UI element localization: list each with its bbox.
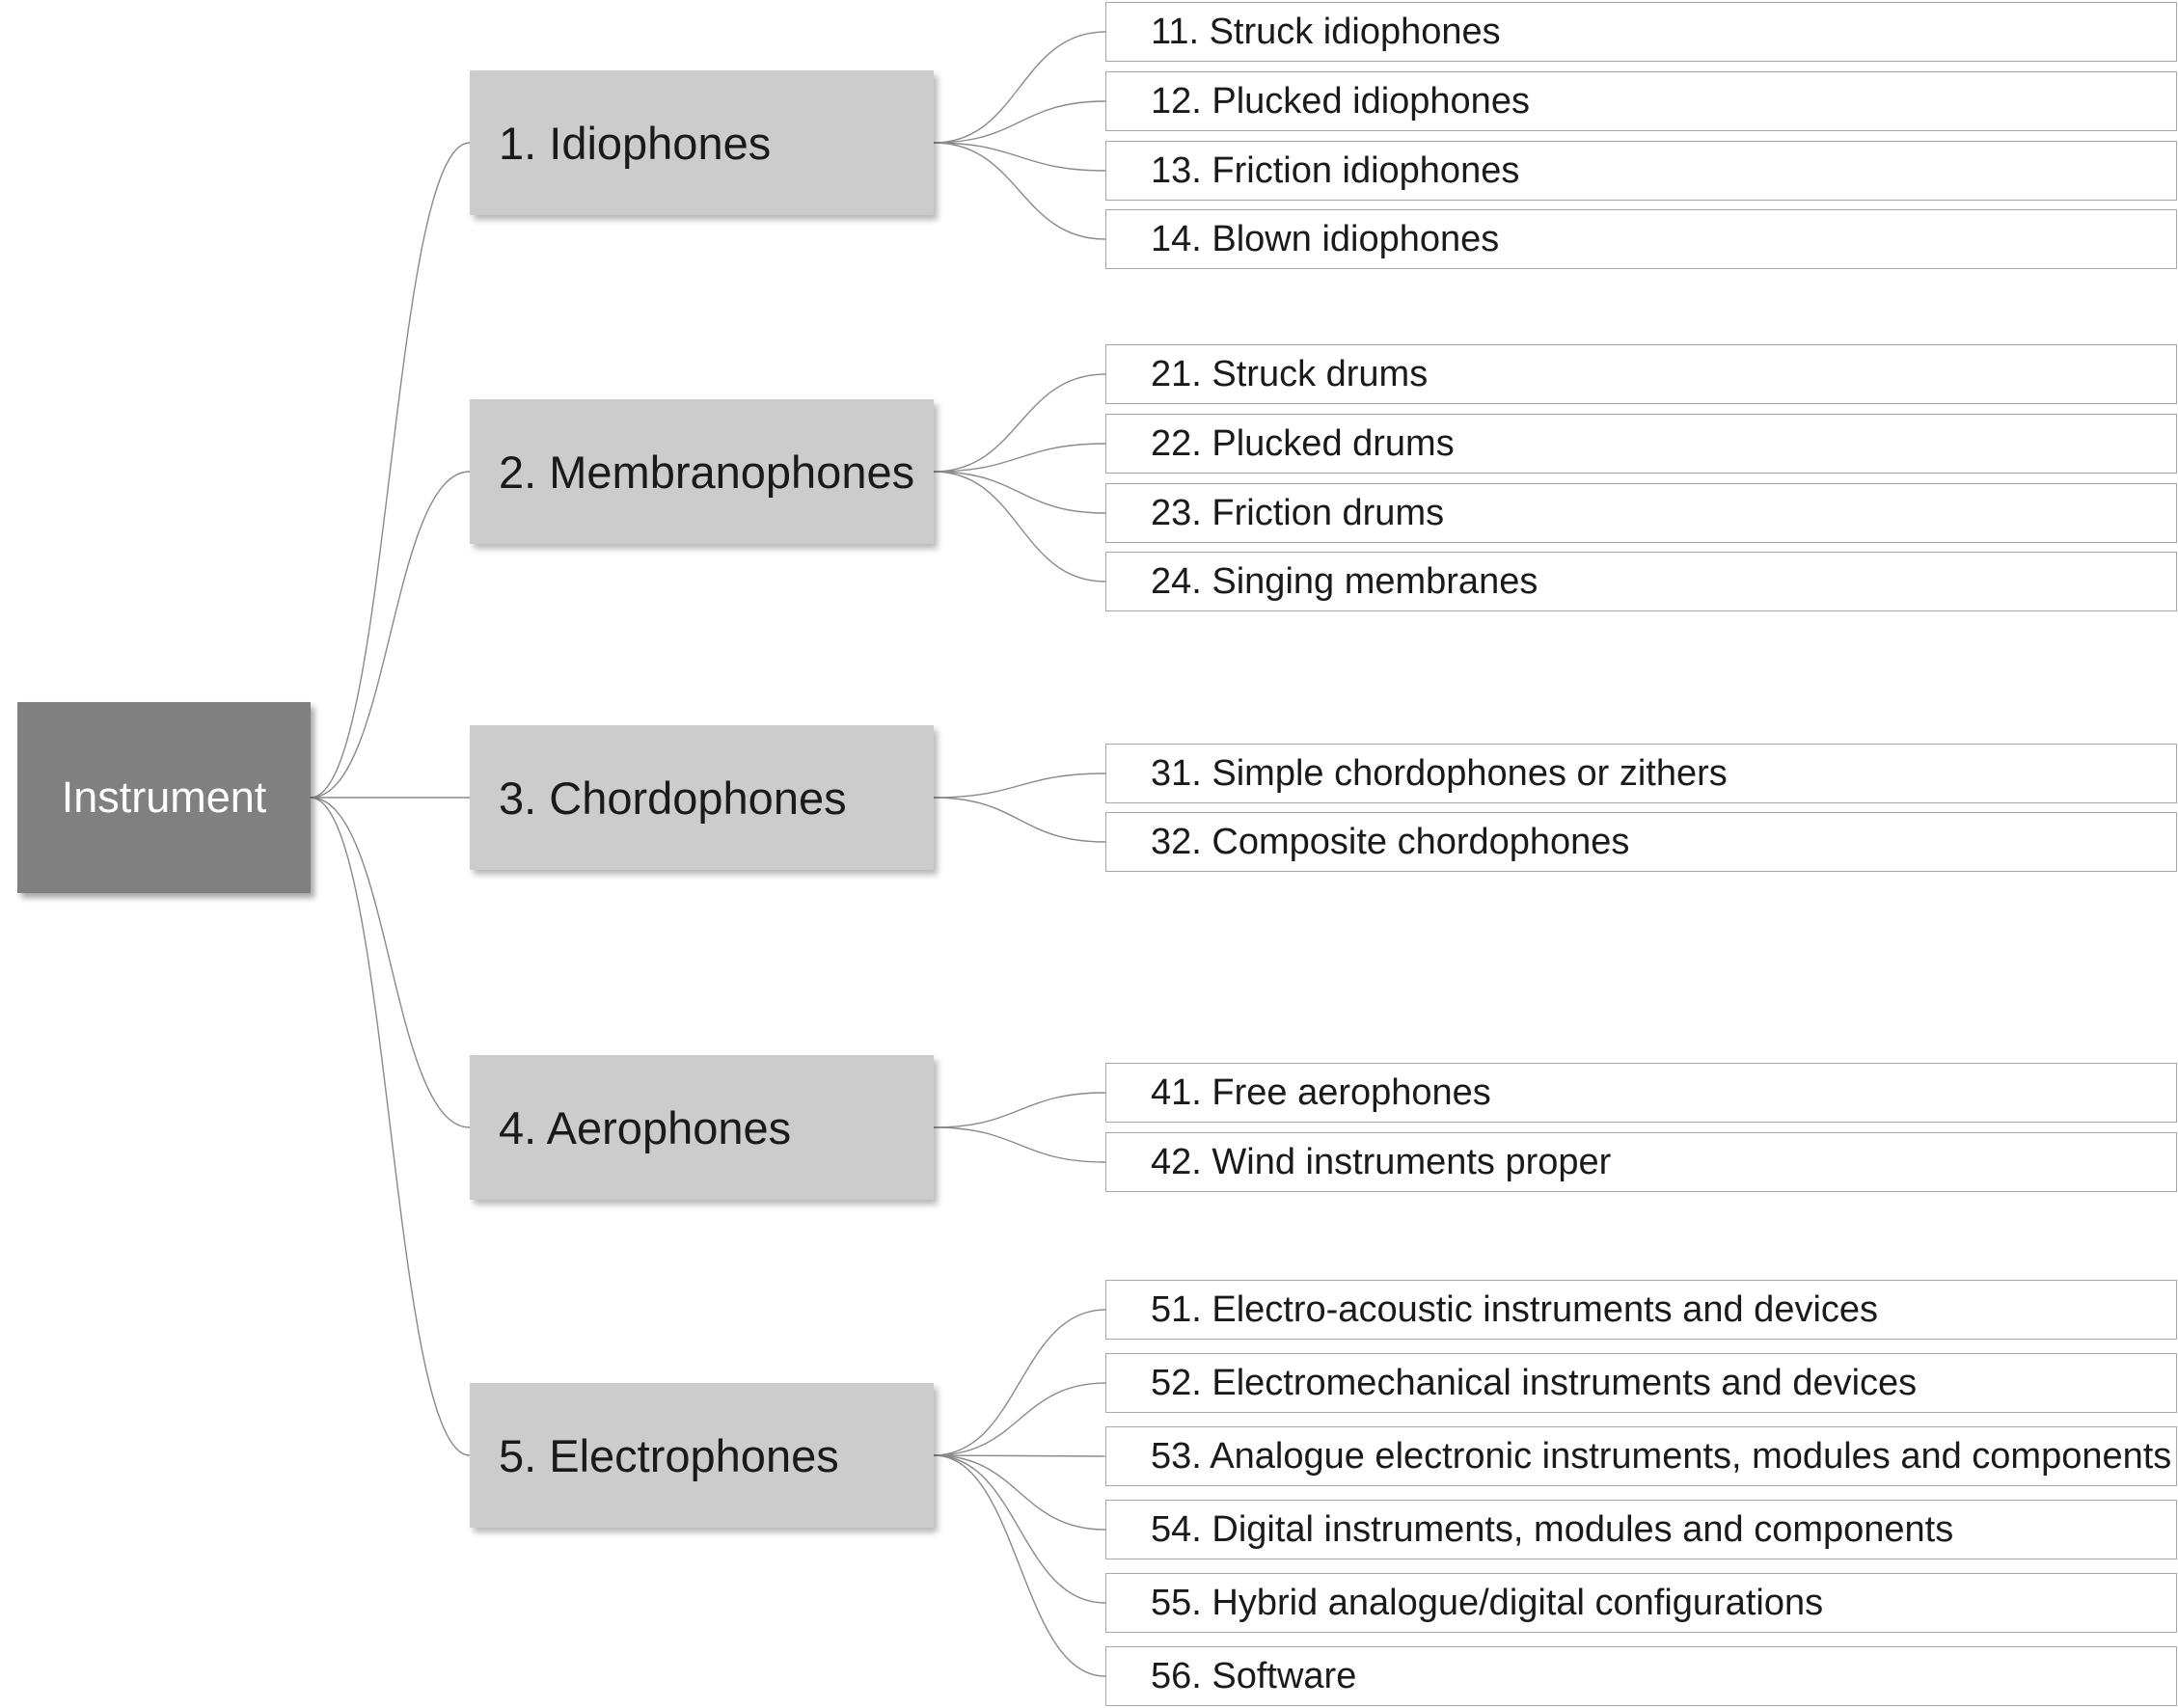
subcategory-56-software: 56. Software <box>1105 1646 2177 1706</box>
subcategory-24-singing-membranes: 24. Singing membranes <box>1105 552 2177 611</box>
connector-category-to-subcategory <box>933 1309 1106 1456</box>
category-idiophones: 1. Idiophones <box>470 70 934 215</box>
connector-category-to-subcategory <box>933 142 1106 240</box>
subcategory-54-digital-instruments: 54. Digital instruments, modules and com… <box>1105 1500 2177 1559</box>
connector-category-to-subcategory <box>933 471 1106 583</box>
subcategory-53-analogue-electronic: 53. Analogue electronic instruments, mod… <box>1105 1426 2177 1486</box>
subcategory-55-hybrid-configurations: 55. Hybrid analogue/digital configuratio… <box>1105 1573 2177 1633</box>
subcategory-51-electro-acoustic: 51. Electro-acoustic instruments and dev… <box>1105 1280 2177 1340</box>
connector-category-to-subcategory <box>933 797 1106 843</box>
connector-category-to-subcategory <box>933 100 1106 144</box>
subcategory-31-simple-chordophones: 31. Simple chordophones or zithers <box>1105 744 2177 803</box>
connector-category-to-subcategory <box>933 1126 1106 1163</box>
connector-category-to-subcategory <box>933 773 1106 799</box>
subcategory-23-friction-drums: 23. Friction drums <box>1105 483 2177 543</box>
connector-category-to-subcategory <box>933 1454 1106 1604</box>
connector-category-to-subcategory <box>933 373 1106 473</box>
subcategory-13-friction-idiophones: 13. Friction idiophones <box>1105 141 2177 201</box>
subcategory-32-composite-chordophones: 32. Composite chordophones <box>1105 812 2177 872</box>
subcategory-22-plucked-drums: 22. Plucked drums <box>1105 414 2177 474</box>
connector-category-to-subcategory <box>933 1454 1106 1457</box>
connector-category-to-subcategory <box>933 1454 1106 1677</box>
subcategory-41-free-aerophones: 41. Free aerophones <box>1105 1063 2177 1123</box>
connector-category-to-subcategory <box>933 1382 1106 1456</box>
category-electrophones: 5. Electrophones <box>470 1383 934 1528</box>
category-membranophones: 2. Membranophones <box>470 399 934 544</box>
connector-category-to-subcategory <box>933 31 1106 144</box>
subcategory-52-electromechanical: 52. Electromechanical instruments and de… <box>1105 1353 2177 1413</box>
category-aerophones: 4. Aerophones <box>470 1055 934 1200</box>
subcategory-11-struck-idiophones: 11. Struck idiophones <box>1105 2 2177 62</box>
subcategory-12-plucked-idiophones: 12. Plucked idiophones <box>1105 71 2177 131</box>
connector-root-to-category <box>310 142 471 799</box>
connector-category-to-subcategory <box>933 443 1106 473</box>
category-chordophones: 3. Chordophones <box>470 725 934 870</box>
connector-root-to-category <box>310 471 471 799</box>
connector-root-to-category <box>310 797 471 1128</box>
root-node-instrument: Instrument <box>17 702 311 893</box>
subcategory-14-blown-idiophones: 14. Blown idiophones <box>1105 209 2177 269</box>
connector-category-to-subcategory <box>933 471 1106 514</box>
connector-category-to-subcategory <box>933 1092 1106 1128</box>
connector-root-to-category <box>310 797 471 1456</box>
connector-category-to-subcategory <box>933 1454 1106 1531</box>
subcategory-42-wind-instruments-proper: 42. Wind instruments proper <box>1105 1132 2177 1192</box>
connector-category-to-subcategory <box>933 142 1106 172</box>
subcategory-21-struck-drums: 21. Struck drums <box>1105 344 2177 404</box>
